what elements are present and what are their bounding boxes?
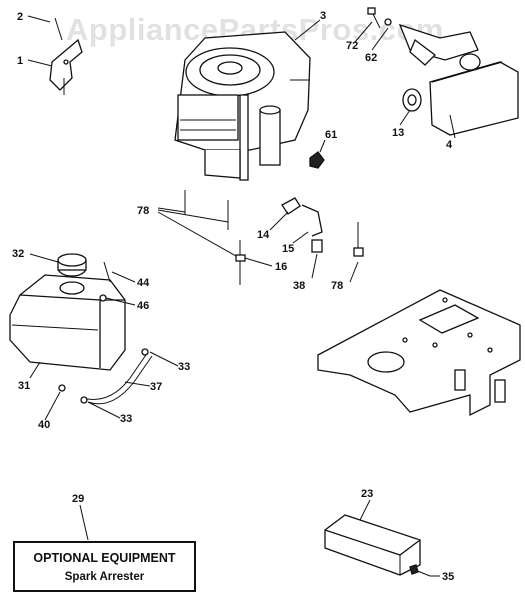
screw-35-part <box>409 564 431 577</box>
throttle-bracket-part <box>49 17 83 95</box>
callout-78b: 78 <box>331 280 343 292</box>
engine-mounting-plate-part <box>317 289 521 417</box>
callout-35: 35 <box>442 571 454 583</box>
callout-32: 32 <box>12 248 24 260</box>
callout-3: 3 <box>320 10 326 22</box>
optional-equipment-box: OPTIONAL EQUIPMENT Spark Arrester <box>13 541 196 592</box>
nut-part <box>309 151 325 169</box>
callout-15: 15 <box>282 243 294 255</box>
gasket-part <box>402 88 422 112</box>
bolt-38-part <box>311 239 323 253</box>
callout-38: 38 <box>293 280 305 292</box>
callout-46: 46 <box>137 300 149 312</box>
callout-62: 62 <box>365 52 377 64</box>
fuel-tank-part <box>9 274 126 371</box>
callout-72: 72 <box>346 40 358 52</box>
engine-bolts-part <box>184 190 364 285</box>
callout-37: 37 <box>150 381 162 393</box>
oil-drain-part <box>281 197 323 237</box>
callout-1: 1 <box>17 55 23 67</box>
callout-44: 44 <box>137 277 150 289</box>
fuel-line-part <box>58 348 153 405</box>
spark-arrester-label: Spark Arrester <box>64 571 145 583</box>
optional-equipment-title: OPTIONAL EQUIPMENT <box>33 551 176 565</box>
exhaust-bolts-part <box>367 7 392 29</box>
callout-29: 29 <box>72 493 84 505</box>
callout-31: 31 <box>18 380 30 392</box>
engine-part <box>174 31 311 181</box>
spark-arrester-part <box>324 514 421 576</box>
callout-40: 40 <box>38 419 50 431</box>
callout-23: 23 <box>361 488 373 500</box>
callout-13: 13 <box>392 127 404 139</box>
callout-33b: 33 <box>120 413 132 425</box>
callout-78a: 78 <box>137 205 149 217</box>
muffler-part <box>398 23 519 136</box>
callout-33a: 33 <box>178 361 190 373</box>
fuel-cap-part <box>57 253 87 277</box>
callout-61: 61 <box>325 129 337 141</box>
callout-14: 14 <box>257 229 270 241</box>
callout-4: 4 <box>446 139 453 151</box>
callout-16: 16 <box>275 261 287 273</box>
callout-2: 2 <box>17 11 23 23</box>
